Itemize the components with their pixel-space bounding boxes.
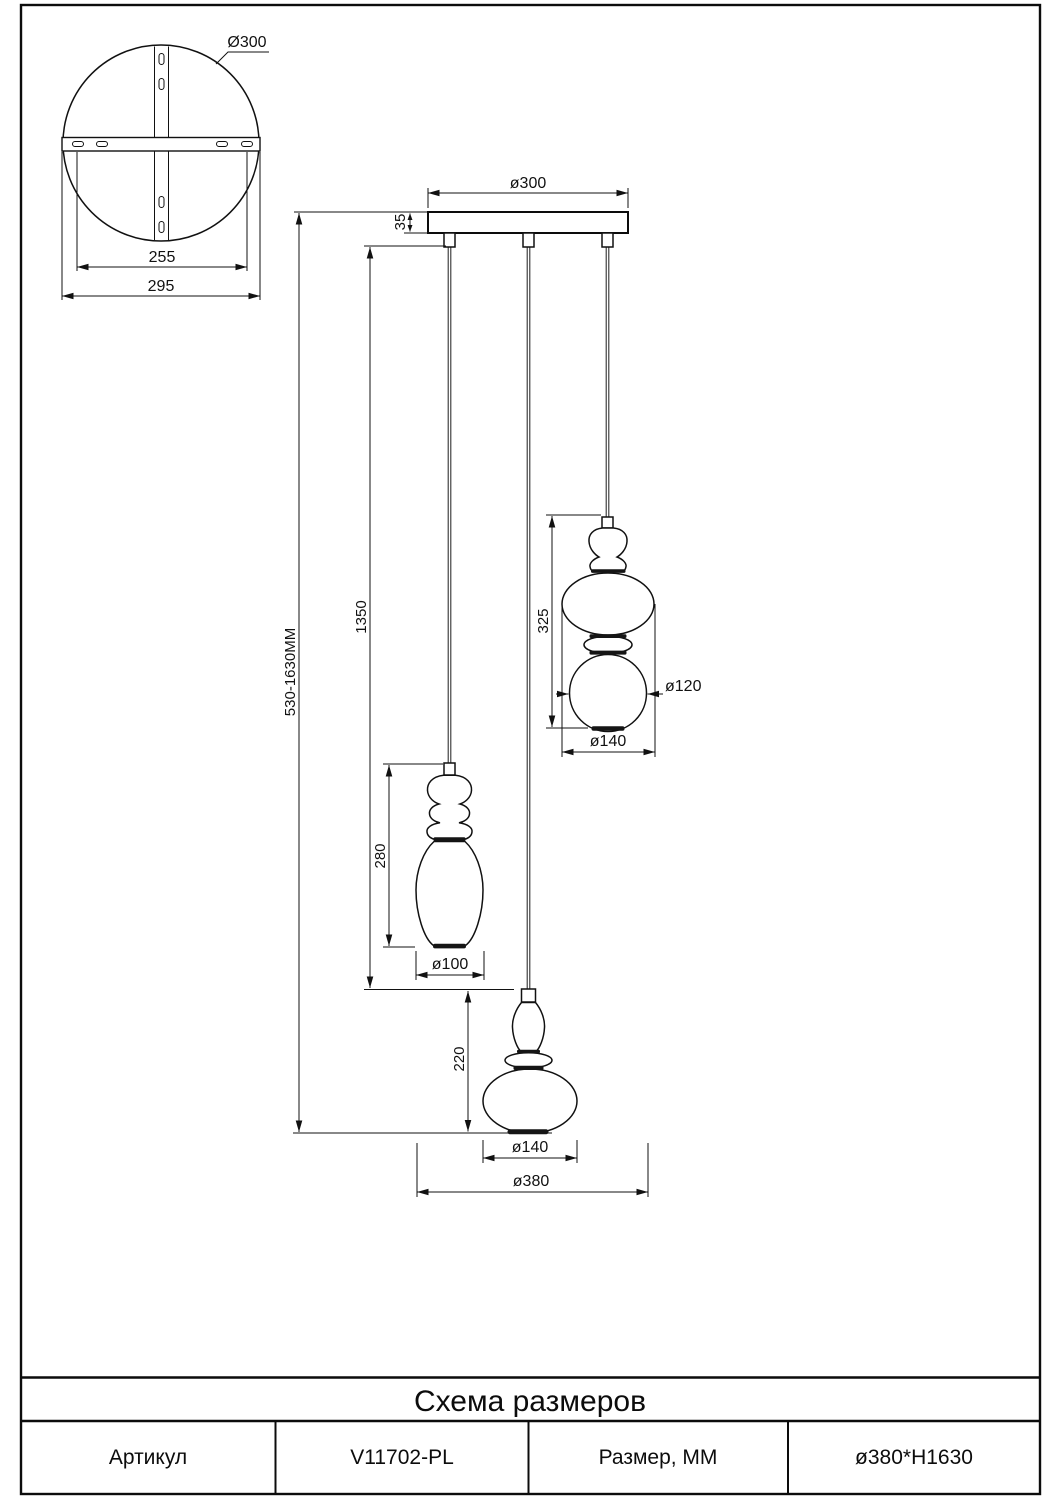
bracket-bar	[61, 136, 261, 152]
title-block: Схема размеров Артикул V11702-PL Размер,…	[21, 1376, 1040, 1494]
pendant-connector	[443, 762, 456, 776]
canopy-diameter-label: ø300	[510, 175, 547, 192]
ceiling-canopy	[427, 211, 629, 248]
page-border	[19, 3, 1042, 1496]
canopy-height-label: 35	[392, 214, 409, 231]
suspension-cords	[447, 247, 610, 989]
pendant-upper-globe	[561, 572, 655, 636]
pendant-top	[561, 516, 655, 733]
inner-width-label: 255	[149, 249, 176, 266]
pendant-wide-globe	[482, 1068, 578, 1134]
pendant-connector	[601, 516, 614, 529]
pendant-neck	[588, 527, 628, 572]
outer-width-label: 295	[148, 278, 175, 295]
plate-diameter-label: Ø300	[227, 34, 266, 51]
overall-height-label: 530-1630MM	[282, 628, 299, 716]
cord-grip	[522, 232, 535, 248]
pendant-top-height-label: 325	[535, 608, 552, 633]
canopy-body	[427, 211, 629, 234]
slot	[72, 141, 84, 147]
cord-grip	[443, 232, 456, 248]
pendant-top-diameter-label: ø140	[590, 733, 627, 750]
pendant-connector	[520, 988, 537, 1003]
size-value: ø380*H1630	[855, 1446, 973, 1469]
pendant-neck	[511, 1001, 546, 1053]
pendant-sphere	[568, 653, 648, 733]
overall-diameter-label: ø380	[513, 1173, 550, 1190]
cord-grip	[601, 232, 614, 248]
pendant-bottom-diameter-label: ø140	[512, 1139, 549, 1156]
pendant-bottom-height-label: 220	[451, 1046, 468, 1071]
article-value: V11702-PL	[350, 1446, 454, 1469]
elevation-view: ø300 35 530-1630MM 1350	[282, 175, 702, 1197]
pendant-ring	[504, 1051, 553, 1069]
pendant-neck	[426, 774, 473, 841]
pendant-bottom	[482, 988, 578, 1135]
pendant-middle	[415, 762, 484, 949]
slot	[241, 141, 253, 147]
mounting-plate-top-view: Ø300 255 295	[61, 34, 269, 300]
slot	[158, 53, 165, 65]
slot	[96, 141, 108, 147]
sphere-diameter-label: ø120	[665, 678, 702, 695]
pendant-middle-height-label: 280	[372, 843, 389, 868]
slot	[216, 141, 228, 147]
title-block-title: Схема размеров	[414, 1385, 646, 1418]
slot	[158, 196, 165, 208]
slot	[158, 221, 165, 233]
pendant-oval-body	[415, 840, 484, 947]
cord-length-label: 1350	[353, 600, 370, 633]
slot	[158, 78, 165, 90]
article-label: Артикул	[109, 1446, 187, 1469]
pendant-middle-diameter-label: ø100	[432, 956, 469, 973]
size-label: Размер, ММ	[599, 1446, 718, 1469]
